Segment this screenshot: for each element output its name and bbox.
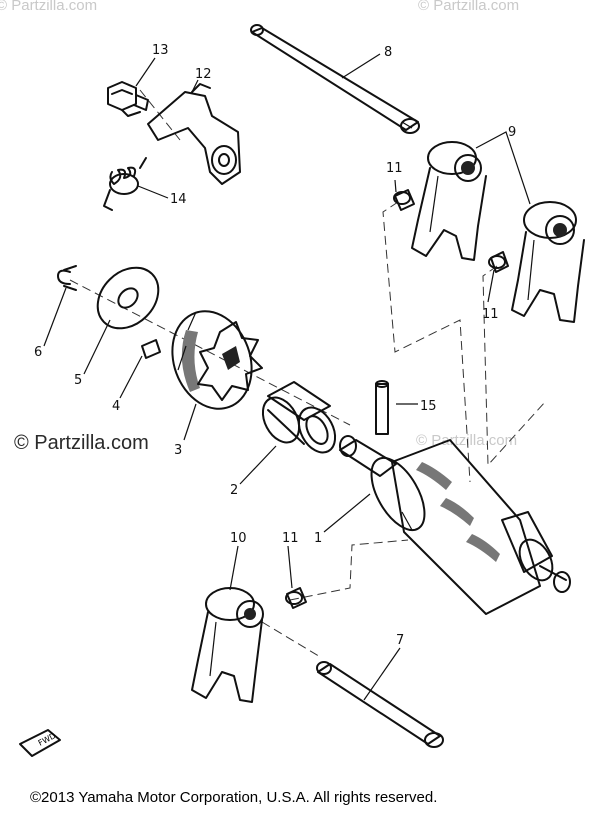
callout-15: 15 (420, 399, 437, 414)
stopper-spring (103, 157, 147, 211)
stopper-lever (147, 83, 241, 185)
shift-fork-right (511, 201, 585, 323)
callout-11-middle: 11 (482, 307, 499, 322)
callout-14: 14 (170, 192, 187, 207)
callout-8: 8 (384, 45, 392, 60)
callout-11-lower: 11 (282, 531, 299, 546)
guide-pin-upper (393, 189, 415, 211)
watermark-top-right: © Partzilla.com (418, 0, 520, 14)
callout-10: 10 (230, 531, 247, 546)
washer (96, 266, 160, 330)
callout-12: 12 (195, 67, 212, 82)
guide-pin-lower (285, 587, 307, 609)
bearing (261, 381, 337, 454)
cam-segment (171, 310, 263, 410)
watermark-middle-right: © Partzilla.com (416, 432, 518, 449)
callout-2: 2 (230, 483, 238, 498)
copyright-notice: ©2013 Yamaha Motor Corporation, U.S.A. A… (30, 789, 438, 806)
fwd-arrow-icon: FWD (19, 729, 61, 757)
callout-4: 4 (112, 399, 120, 414)
circlip (57, 265, 77, 291)
guide-bar-upper (250, 24, 420, 134)
callout-7: 7 (396, 633, 404, 648)
leader-lines (43, 53, 531, 701)
callout-numbers: 13 12 14 8 9 11 11 6 5 4 3 2 1 15 10 11 … (34, 43, 516, 648)
callout-1: 1 (314, 531, 322, 546)
callout-5: 5 (74, 373, 82, 388)
guide-pin-middle (488, 251, 509, 273)
shift-fork-left (411, 141, 487, 261)
assembly-guide-lines (69, 89, 546, 659)
callout-3: 3 (174, 443, 182, 458)
callout-9: 9 (508, 125, 516, 140)
guide-bar-lower (316, 661, 444, 748)
watermark-top-left: © Partzilla.com (0, 0, 98, 14)
dowel-pin (141, 339, 161, 359)
shift-cam-drum (339, 435, 571, 615)
callout-6: 6 (34, 345, 42, 360)
shift-fork-lower (191, 587, 264, 703)
callout-13: 13 (152, 43, 169, 58)
watermark-middle-left: © Partzilla.com (14, 432, 149, 454)
cam-pin (375, 380, 389, 435)
callout-11-upper: 11 (386, 161, 403, 176)
stopper-bolt (107, 81, 149, 117)
